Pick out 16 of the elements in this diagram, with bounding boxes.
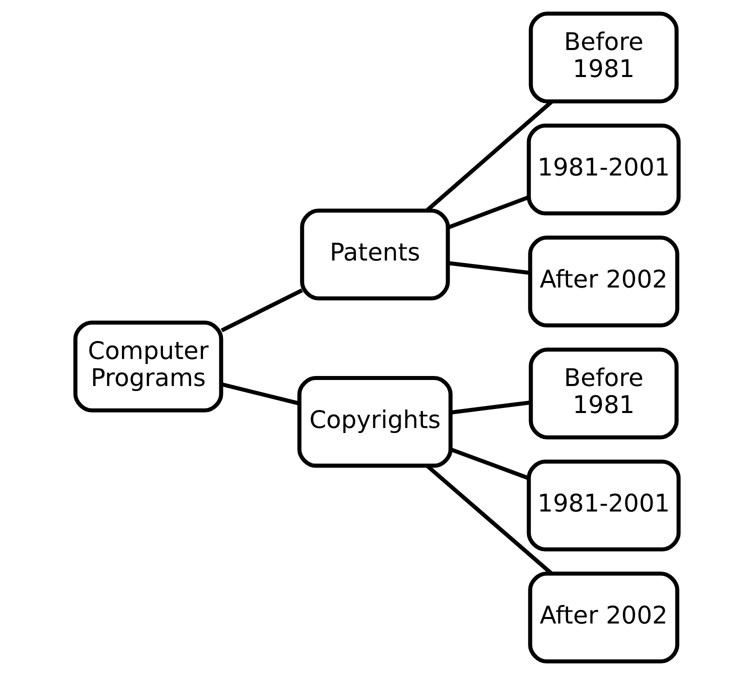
node-box: Before 1981 — [528, 12, 678, 104]
connector — [450, 400, 530, 414]
node-box: After 2002 — [528, 236, 679, 328]
node-box: 1981-2001 — [526, 124, 680, 216]
connector — [448, 261, 530, 275]
node-box: Patents — [300, 208, 450, 300]
connector — [447, 195, 529, 230]
node-box: After 2002 — [528, 572, 679, 664]
connector — [220, 382, 300, 406]
connector — [220, 288, 302, 332]
node-box: Computer Programs — [72, 320, 223, 412]
node-box: 1981-2001 — [526, 460, 680, 552]
node-box: Copyrights — [296, 376, 452, 468]
connector — [450, 448, 529, 480]
connector — [425, 100, 553, 212]
node-box: Before 1981 — [528, 348, 678, 440]
